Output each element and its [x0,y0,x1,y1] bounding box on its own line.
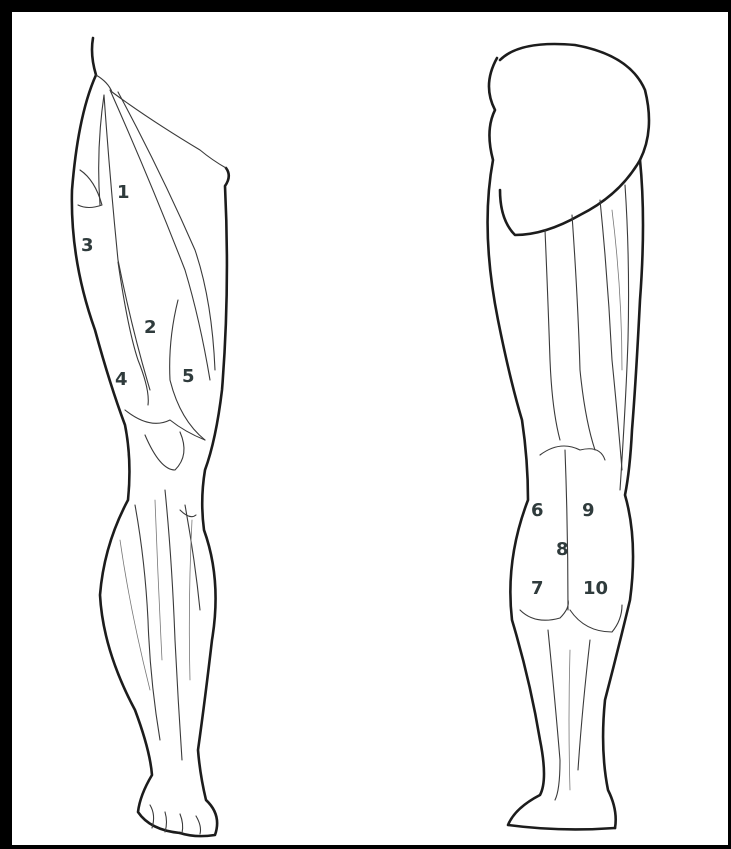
back-leg-outer-right [603,160,643,828]
front-leg-outer-right [180,168,229,836]
muscle-label-5: 5 [182,366,195,387]
muscle-label-9: 9 [582,500,595,521]
front-leg-drawing [72,38,229,836]
muscle-label-10: 10 [583,578,608,599]
muscle-label-2: 2 [144,317,157,338]
back-leg-labels: 6 7 8 9 10 [531,500,608,599]
back-leg-outer-left [488,58,615,829]
muscle-label-4: 4 [115,369,128,390]
muscle-label-6: 6 [531,500,544,521]
muscle-label-7: 7 [531,578,544,599]
muscle-label-1: 1 [117,182,130,203]
front-leg-outer-left [72,38,180,833]
muscle-label-3: 3 [81,235,94,256]
muscle-label-8: 8 [556,539,569,560]
back-leg-drawing [488,44,649,829]
